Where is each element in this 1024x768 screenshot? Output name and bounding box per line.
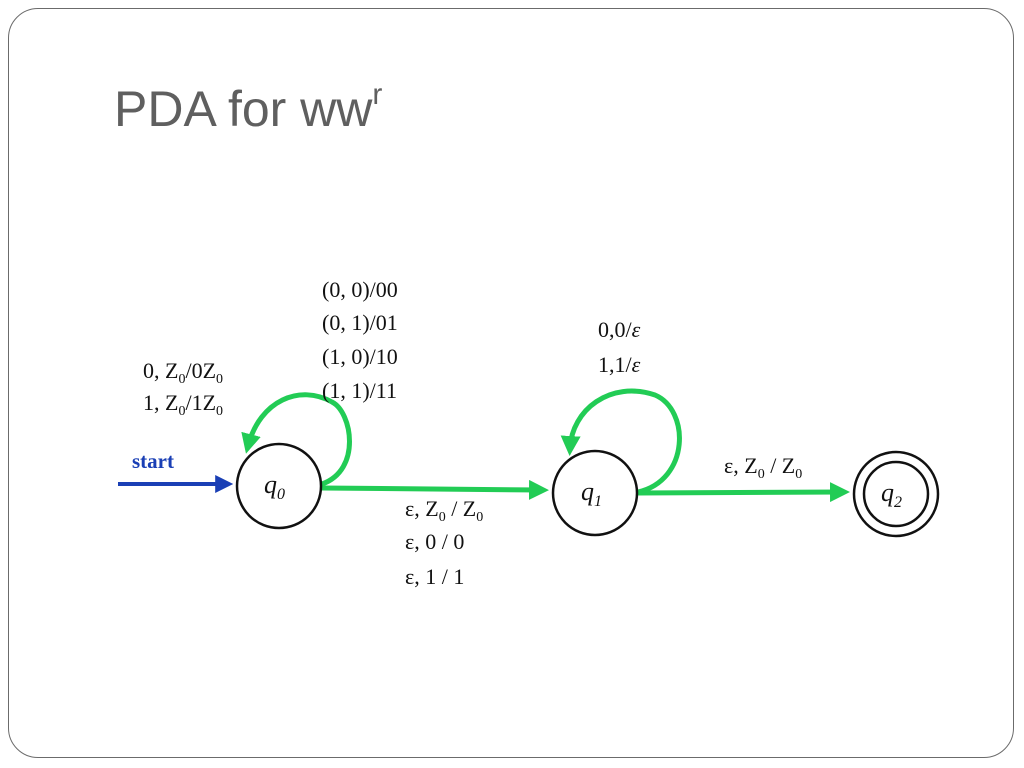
q0-to-q1-label-3: ε, 1 / 1 (405, 564, 464, 589)
slide-frame (8, 8, 1014, 758)
q0-to-q1-label-2: ε, 0 / 0 (405, 529, 464, 554)
state-q1: q1 (551, 449, 639, 537)
start-arrow: start (118, 449, 234, 493)
q1-self-loop-arrow (560, 388, 682, 495)
q1-to-q2-label: ε, Z0 / Z0 (724, 453, 802, 482)
slide-title-text: PDA for ww (114, 81, 373, 137)
q1-self-label-2: 1,1/ε (598, 352, 641, 377)
state-q0-label: q0 (264, 470, 285, 503)
state-q1-circle (551, 449, 639, 537)
slide-title-superscript: r (372, 78, 383, 112)
start-label: start (132, 449, 174, 473)
q1-to-q2-arrow (635, 482, 850, 503)
q1-self-label-1: 0,0/ε (598, 317, 641, 342)
q0-self-label-line2: 1, Z0/1Z0 (143, 390, 223, 419)
q0-to-q1-label-1: ε, Z0 / Z0 (405, 496, 483, 525)
state-q2-label: q2 (881, 478, 902, 511)
q0-self-top-label-4: (1, 1)/11 (322, 378, 397, 403)
state-q1-label: q1 (581, 477, 602, 510)
q0-to-q1-arrow (319, 479, 549, 500)
state-q0: q0 (235, 442, 323, 530)
state-q2-inner-circle (862, 460, 930, 528)
slide-title: PDA for wwr (114, 80, 382, 137)
q0-self-label-line1: 0, Z0/0Z0 (143, 358, 223, 387)
q0-self-loop-arrow (241, 392, 352, 487)
state-q2: q2 (852, 450, 940, 538)
q0-self-top-label-1: (0, 0)/00 (322, 277, 398, 302)
state-q0-circle (235, 442, 323, 530)
q0-self-top-label-2: (0, 1)/01 (322, 310, 398, 335)
q0-self-top-label-3: (1, 0)/10 (322, 344, 398, 369)
